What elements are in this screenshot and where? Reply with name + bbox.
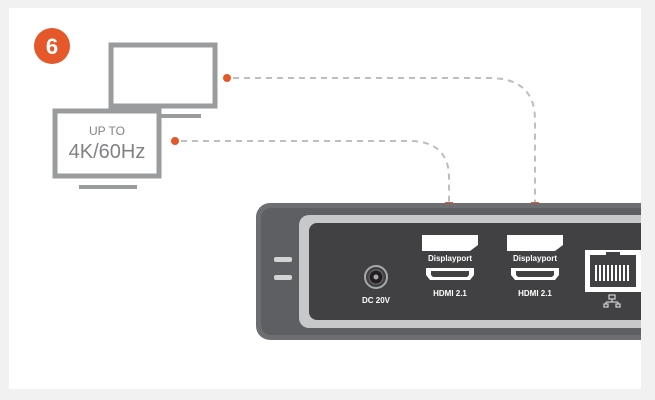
dc-power-label: DC 20V [362, 296, 391, 305]
monitor-line1: UP TO [89, 124, 125, 138]
connection-diagram: 6 UP TO 4K/60Hz [34, 28, 641, 340]
dc-power-port: DC 20V [362, 265, 391, 305]
dock: DC 20V Displayport HDMI 2.1 Displayport … [256, 203, 641, 340]
displayport-connector [507, 235, 563, 251]
vent-slot [274, 257, 292, 262]
port-group-2: Displayport HDMI 2.1 [507, 235, 563, 298]
diagram-canvas: 6 UP TO 4K/60Hz [9, 8, 641, 389]
hdmi-label: HDMI 2.1 [433, 289, 467, 298]
vent-slot [274, 275, 292, 280]
ethernet-port [585, 250, 641, 308]
hdmi-label: HDMI 2.1 [518, 289, 552, 298]
displayport-label: Displayport [428, 254, 472, 263]
step-number: 6 [46, 34, 58, 59]
displayport-label: Displayport [513, 254, 557, 263]
monitor-front: UP TO 4K/60Hz [52, 108, 162, 189]
monitor-line2: 4K/60Hz [69, 141, 146, 163]
step-badge: 6 [34, 28, 70, 64]
network-icon [603, 294, 621, 308]
displayport-connector [422, 235, 478, 251]
connector-back [223, 74, 544, 222]
monitor-back [108, 42, 218, 118]
port-group-1: Displayport HDMI 2.1 [422, 235, 478, 298]
